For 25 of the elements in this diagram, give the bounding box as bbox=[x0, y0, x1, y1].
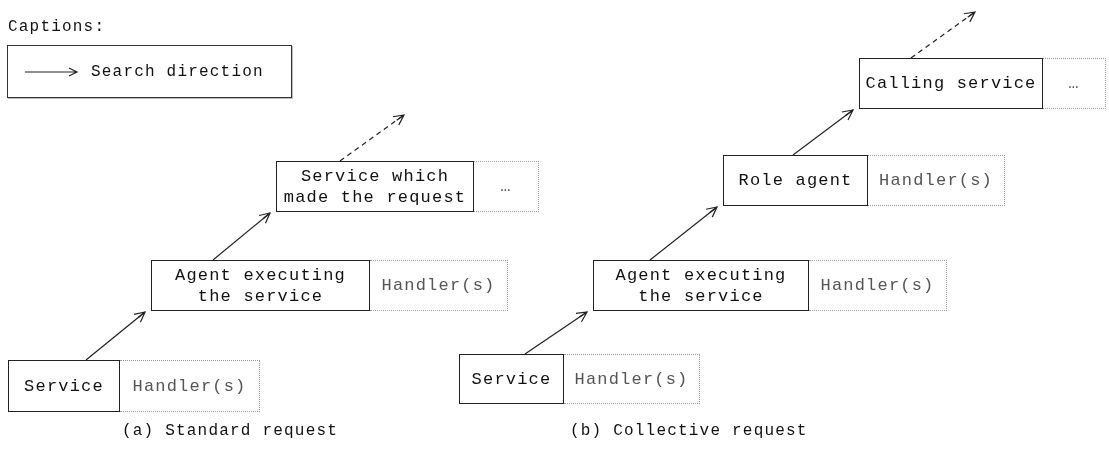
figure-caption: (a) Standard request bbox=[122, 422, 339, 440]
arrow bbox=[339, 114, 405, 162]
arrow bbox=[524, 311, 588, 355]
handler-box: Handler(s) bbox=[564, 354, 700, 404]
handler-box: … bbox=[474, 161, 539, 212]
process-box: Role agent bbox=[723, 155, 868, 206]
process-box: Agent executing the service bbox=[151, 260, 370, 311]
handler-box: Handler(s) bbox=[120, 360, 260, 412]
process-box: Agent executing the service bbox=[593, 260, 809, 311]
legend-text: Search direction bbox=[91, 62, 264, 81]
legend-title: Captions: bbox=[8, 18, 106, 36]
arrow bbox=[85, 311, 146, 361]
process-box: Service bbox=[459, 354, 564, 404]
handler-box: Handler(s) bbox=[868, 155, 1005, 206]
process-box: Service which made the request bbox=[276, 161, 474, 212]
arrow bbox=[910, 11, 976, 59]
process-box: Service bbox=[8, 360, 120, 412]
handler-box: Handler(s) bbox=[809, 260, 947, 311]
handler-box: … bbox=[1043, 58, 1106, 109]
figure-caption: (b) Collective request bbox=[570, 422, 808, 440]
arrow bbox=[212, 212, 271, 261]
arrow bbox=[649, 206, 718, 261]
process-box: Calling service bbox=[859, 58, 1043, 109]
arrow bbox=[792, 109, 854, 156]
handler-box: Handler(s) bbox=[370, 260, 508, 311]
